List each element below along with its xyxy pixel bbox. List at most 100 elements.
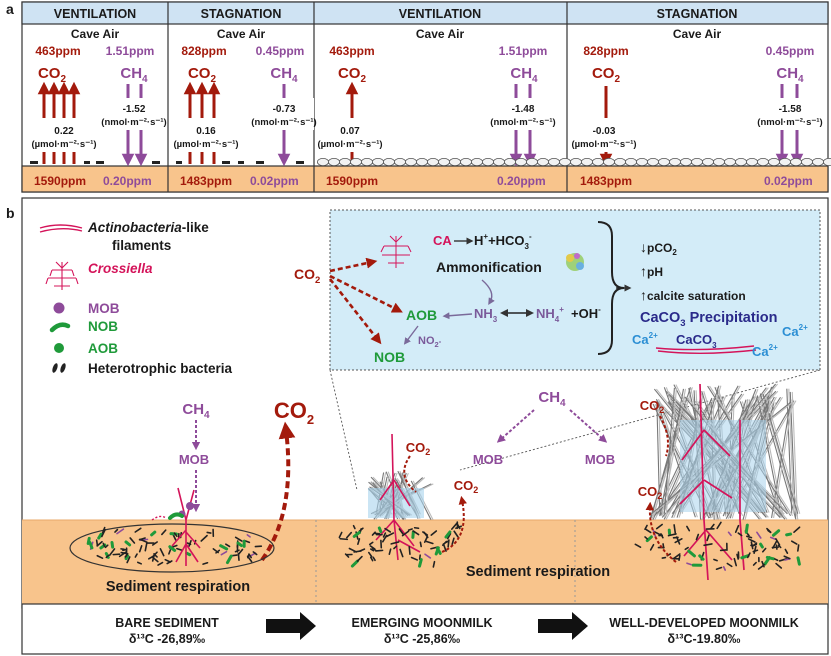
header-stagnation-1: STAGNATION xyxy=(201,7,282,21)
legend-crossiella: Crossiella xyxy=(88,261,153,276)
co2-flux-unit-4: (µmol·m⁻²·s⁻¹) xyxy=(571,139,636,150)
inset-co2-arrows xyxy=(328,257,403,345)
co2-flux-unit-2: (µmol·m⁻²·s⁻¹) xyxy=(173,139,238,150)
legend-filaments: filaments xyxy=(112,238,171,253)
panel-b: Actinobacteria-like filaments Crossiella… xyxy=(21,197,829,609)
inset-h-hco3: H++HCO3- xyxy=(474,232,532,251)
header-ventilation-2: VENTILATION xyxy=(399,7,481,21)
filament-icon xyxy=(39,224,83,233)
respiration-label-mid: Sediment respiration xyxy=(466,564,610,580)
stage-bare-name: BARE SEDIMENT xyxy=(115,616,219,630)
inset-ca: CA xyxy=(433,233,452,248)
bare-debris xyxy=(86,526,263,566)
scene-ch4-left: CH4 xyxy=(182,401,210,421)
emerging-scene: CO2 CO2 Sediment respiration CH4 MOB MOB xyxy=(338,389,615,580)
cave-air-label-1: Cave Air xyxy=(71,27,120,41)
ch4-flux-4: -1.58 xyxy=(779,104,802,115)
developed-scene: CO2 CO2 xyxy=(634,383,801,581)
inset-ph: ↑pH xyxy=(640,263,663,279)
inset-pco2: ↓pCO2 xyxy=(640,239,677,257)
panel-a-sediment xyxy=(21,165,829,193)
co2-label-1: CO2 xyxy=(38,65,67,85)
panel-b-letter: b xyxy=(6,205,15,221)
ch4-flux-unit-2: (nmol·m⁻²·s⁻¹) xyxy=(251,117,316,128)
co2-label-2: CO2 xyxy=(188,65,217,85)
stage-emerging-delta: δ¹³C -25,86‰ xyxy=(384,632,461,646)
bare-sediment-scene: CH4 MOB CO2 Sediment respiration xyxy=(69,398,314,595)
sediment-ground xyxy=(22,520,828,608)
stage-bare-delta: δ¹³C -26,89‰ xyxy=(129,632,206,646)
cave-air-label-2: Cave Air xyxy=(217,27,266,41)
ch4-flux-unit-3: (nmol·m⁻²·s⁻¹) xyxy=(490,117,555,128)
co2-air-2: 828ppm xyxy=(181,44,226,58)
stage-arrow-1 xyxy=(266,612,316,640)
legend-hetero: Heterotrophic bacteria xyxy=(88,361,233,376)
co2-flux-unit-3: (µmol·m⁻²·s⁻¹) xyxy=(317,139,382,150)
ch4-air-3: 1.51ppm xyxy=(499,44,548,58)
ch4-flux-unit-4: (nmol·m⁻²·s⁻¹) xyxy=(757,117,822,128)
inset-ca2-right-top: Ca2+ xyxy=(782,323,808,339)
co2-air-3: 463ppm xyxy=(329,44,374,58)
co2-label-4: CO2 xyxy=(592,65,621,85)
inset-nob: NOB xyxy=(374,349,405,365)
co2-air-4: 828ppm xyxy=(583,44,628,58)
inset-calcite: ↑calcite saturation xyxy=(640,287,746,303)
co2-flux-2: 0.16 xyxy=(196,126,216,137)
surface-bars xyxy=(30,161,304,164)
crossiella-icon xyxy=(45,261,79,290)
nob-icon xyxy=(49,322,71,333)
cave-air-label-3: Cave Air xyxy=(416,27,465,41)
co2-soil-2: 1483ppm xyxy=(180,174,232,188)
inset-ca2-left: Ca2+ xyxy=(632,331,658,347)
co2-soil-3: 1590ppm xyxy=(326,174,378,188)
ch4-soil-3: 0.20ppm xyxy=(497,174,546,188)
inset-oh: +OH- xyxy=(571,305,601,321)
legend-mob: MOB xyxy=(88,301,120,316)
moonmilk-surface xyxy=(316,157,831,166)
inset-nh3: NH3 xyxy=(474,306,498,324)
protein-icon xyxy=(566,253,584,271)
ch4-air-1: 1.51ppm xyxy=(106,44,155,58)
developed-debris xyxy=(634,521,801,571)
ch4-flux-2: -0.73 xyxy=(273,104,296,115)
emerging-debris xyxy=(338,521,463,568)
inset-crossiella xyxy=(380,235,412,268)
legend-nob: NOB xyxy=(88,319,118,334)
co2-flux-4: -0.03 xyxy=(593,126,616,137)
stage-developed-delta: δ¹³C-19.80‰ xyxy=(668,632,741,646)
co2-flux-1: 0.22 xyxy=(54,126,74,137)
scene-mob-left: MOB xyxy=(179,452,209,467)
emerging-co2-2: CO2 xyxy=(454,478,479,495)
scene-mob-mid-left: MOB xyxy=(473,452,503,467)
co2-label-3: CO2 xyxy=(338,65,367,85)
respiration-label-left: Sediment respiration xyxy=(106,579,250,595)
co2-air-1: 463ppm xyxy=(35,44,80,58)
stage-developed-name: WELL-DEVELOPED MOONMILK xyxy=(609,616,799,630)
developed-crossiella xyxy=(679,383,745,581)
developed-co2-2: CO2 xyxy=(638,484,663,501)
ch4-flux-unit-1: (nmol·m⁻²·s⁻¹) xyxy=(101,117,166,128)
ch4-air-4: 0.45ppm xyxy=(766,44,815,58)
hetero-icon xyxy=(52,363,66,373)
inset-nh4: NH4+ xyxy=(536,305,564,324)
co2-soil-1: 1590ppm xyxy=(34,174,86,188)
inset-caco3: CaCO3 xyxy=(676,332,717,350)
panel-a-header-bar xyxy=(21,1,829,25)
ch4-soil-2: 0.02ppm xyxy=(250,174,299,188)
inset-co2: CO2 xyxy=(294,266,320,286)
ch4-air-2: 0.45ppm xyxy=(256,44,305,58)
scene-ch4-mid: CH4 xyxy=(538,389,566,409)
inset-aob: AOB xyxy=(406,307,437,323)
ch4-label-4: CH4 xyxy=(776,65,804,85)
aob-icon xyxy=(54,343,64,353)
mob-icon xyxy=(53,302,65,314)
co2-soil-4: 1483ppm xyxy=(580,174,632,188)
legend: Actinobacteria-like filaments Crossiella… xyxy=(39,220,233,376)
ch4-soil-4: 0.02ppm xyxy=(764,174,813,188)
bare-crossiella xyxy=(171,487,201,566)
developed-co2-1: CO2 xyxy=(640,398,665,415)
ch4-label-3: CH4 xyxy=(510,65,538,85)
stage-arrow-2 xyxy=(538,612,588,640)
ch4-label-2: CH4 xyxy=(270,65,298,85)
